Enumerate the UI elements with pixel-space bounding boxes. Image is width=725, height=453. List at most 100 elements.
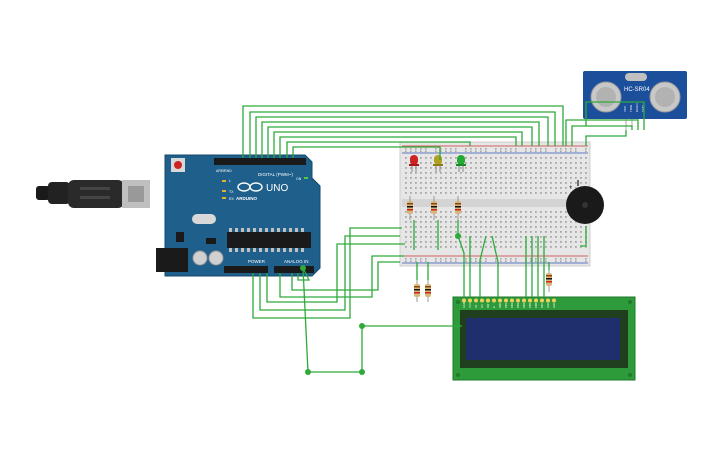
lcd-pin-label-3: V0 <box>474 304 478 308</box>
analog-header[interactable] <box>274 266 314 273</box>
wire-d9 <box>292 146 441 160</box>
lcd-pin-11[interactable] <box>522 298 526 303</box>
lcd-pin-label-1: GND <box>462 302 466 308</box>
sensor-model-label: HC-SR04 <box>624 87 650 93</box>
red-led[interactable] <box>409 155 419 172</box>
lcd-pin-label-4: RS <box>480 304 484 308</box>
lcd-pin-7[interactable] <box>498 298 502 303</box>
wire-power-2 <box>259 235 400 311</box>
power-label: POWER <box>248 259 266 264</box>
resistor-2[interactable] <box>431 196 437 220</box>
wire-sensor-echo <box>565 119 639 146</box>
lcd-pin-label-9: DB2 <box>510 302 514 308</box>
wire-junctions <box>300 233 461 375</box>
wire-lcd-4 <box>491 235 499 297</box>
power-jack <box>156 248 188 272</box>
wire-d2 <box>249 111 556 158</box>
wire-sensor-trig <box>571 125 633 146</box>
lcd-pin-16[interactable] <box>552 298 556 303</box>
analog-label: ANALOG IN <box>284 259 309 264</box>
lcd-pin-13[interactable] <box>534 298 538 303</box>
model-label: UNO <box>266 183 288 194</box>
wire-sensor-gnd <box>585 101 645 130</box>
lcd-pin-12[interactable] <box>528 298 532 303</box>
wire-d8 <box>286 141 471 158</box>
lcd-pin-label-6: E <box>492 306 496 308</box>
lcd-pin-4[interactable] <box>480 298 484 303</box>
l-label: L <box>229 179 231 183</box>
arduino-logo <box>237 182 263 192</box>
wire-analog-1 <box>279 255 404 298</box>
lcd-pin-5[interactable] <box>486 298 490 303</box>
crystal <box>192 214 216 224</box>
resistor-1[interactable] <box>407 196 413 220</box>
lcd-pin-1[interactable] <box>462 298 466 303</box>
lcd-pin-label-13: DB6 <box>534 302 538 308</box>
green-led[interactable] <box>456 155 466 172</box>
wire-sensor-vcc <box>585 130 627 146</box>
lcd-pin-label-2: VCC <box>468 302 472 308</box>
lcd-pin-6[interactable] <box>492 298 496 303</box>
atmega-chip <box>227 232 311 248</box>
lcd-pin-9[interactable] <box>510 298 514 303</box>
svg-text:+: + <box>569 185 573 191</box>
piezo-buzzer[interactable]: + <box>566 180 604 224</box>
lcd-pin-label-15: LED <box>546 303 550 308</box>
sensor-pin-gnd: GND <box>641 105 645 113</box>
capacitor-1 <box>192 250 208 266</box>
sensor-pin-vcc: VCC <box>623 105 627 112</box>
lcd-pin-10[interactable] <box>516 298 520 303</box>
sensor-pin-trig: TRIG <box>629 104 633 112</box>
gnd-label: GND <box>224 169 232 173</box>
lcd-pin-label-16: LED <box>552 303 556 308</box>
wire-d3 <box>255 116 549 158</box>
wire-d5 <box>267 126 533 158</box>
lcd-pin-label-12: DB5 <box>528 302 532 308</box>
wire-gnd-short <box>297 267 311 281</box>
lcd-screen <box>466 318 620 360</box>
power-header[interactable] <box>224 266 268 273</box>
wires <box>242 101 645 373</box>
lcd-pin-8[interactable] <box>504 298 508 303</box>
aref-label: AREF <box>216 169 225 173</box>
wire-d1 <box>242 105 564 158</box>
lcd-pin-2[interactable] <box>468 298 472 303</box>
resistor-6[interactable] <box>546 270 552 292</box>
sensor-pin-echo: ECHO <box>635 103 639 112</box>
lcd-pin-label-8: DB1 <box>504 302 508 308</box>
tx-label: TX <box>229 190 234 194</box>
wire-d6 <box>273 131 523 158</box>
capacitor-2 <box>208 250 224 266</box>
lcd-pin-label-14: DB7 <box>540 302 544 308</box>
digital-header[interactable] <box>214 158 306 165</box>
ultrasonic-sensor[interactable]: HC-SR04 VCC TRIG ECHO GND <box>583 71 687 130</box>
lcd-pin-label-10: DB3 <box>516 302 520 308</box>
wire-lcd-1 <box>457 235 465 297</box>
lcd-pin-3[interactable] <box>474 298 478 303</box>
brand-label: ARDUINO <box>236 196 257 201</box>
wire-ground-loop <box>302 267 462 373</box>
lcd-pin-14[interactable] <box>540 298 544 303</box>
resistor-3[interactable] <box>455 196 461 220</box>
on-label: ON <box>296 177 302 181</box>
lcd-pin-label-11: DB4 <box>522 302 526 308</box>
wire-d4 <box>261 121 540 158</box>
rx-label: RX <box>229 197 235 201</box>
lcd-pin-label-7: DB0 <box>498 302 502 308</box>
arduino-uno-board[interactable]: UNO ARDUINO DIGITAL (PWM~) POWER ANALOG … <box>156 154 321 277</box>
wire-power-3 <box>266 243 405 303</box>
lcd-pin-15[interactable] <box>546 298 550 303</box>
wire-analog-2 <box>291 261 400 291</box>
lcd-pin-label-5: RW <box>486 303 490 308</box>
wire-buzzer <box>580 226 587 247</box>
wire-power-1 <box>252 227 402 319</box>
wire-d7 <box>279 136 517 158</box>
wire-lcd-3 <box>479 235 487 297</box>
digital-label: DIGITAL (PWM~) <box>258 172 293 177</box>
resistor-4[interactable] <box>414 280 420 302</box>
usb-cable[interactable] <box>36 180 150 208</box>
resistor-5[interactable] <box>425 280 431 302</box>
